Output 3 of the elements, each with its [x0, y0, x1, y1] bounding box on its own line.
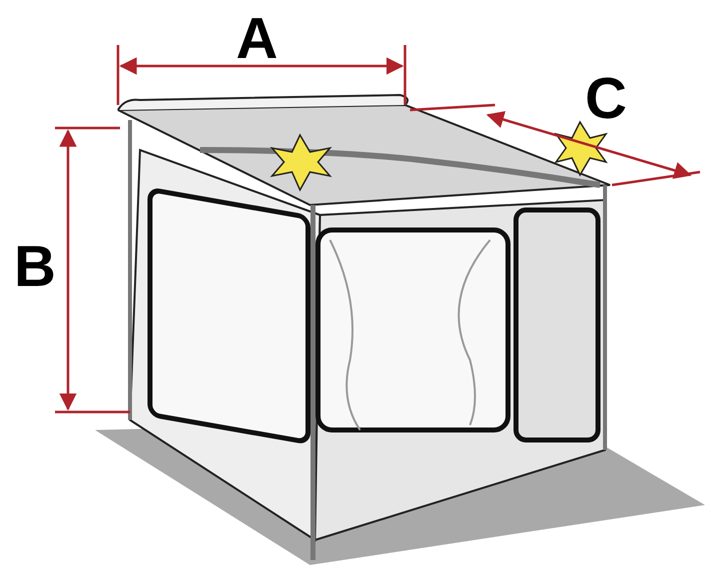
dimension-label: A [236, 10, 278, 68]
dimension-label: C [585, 70, 627, 128]
dimension-label: B [14, 238, 56, 296]
